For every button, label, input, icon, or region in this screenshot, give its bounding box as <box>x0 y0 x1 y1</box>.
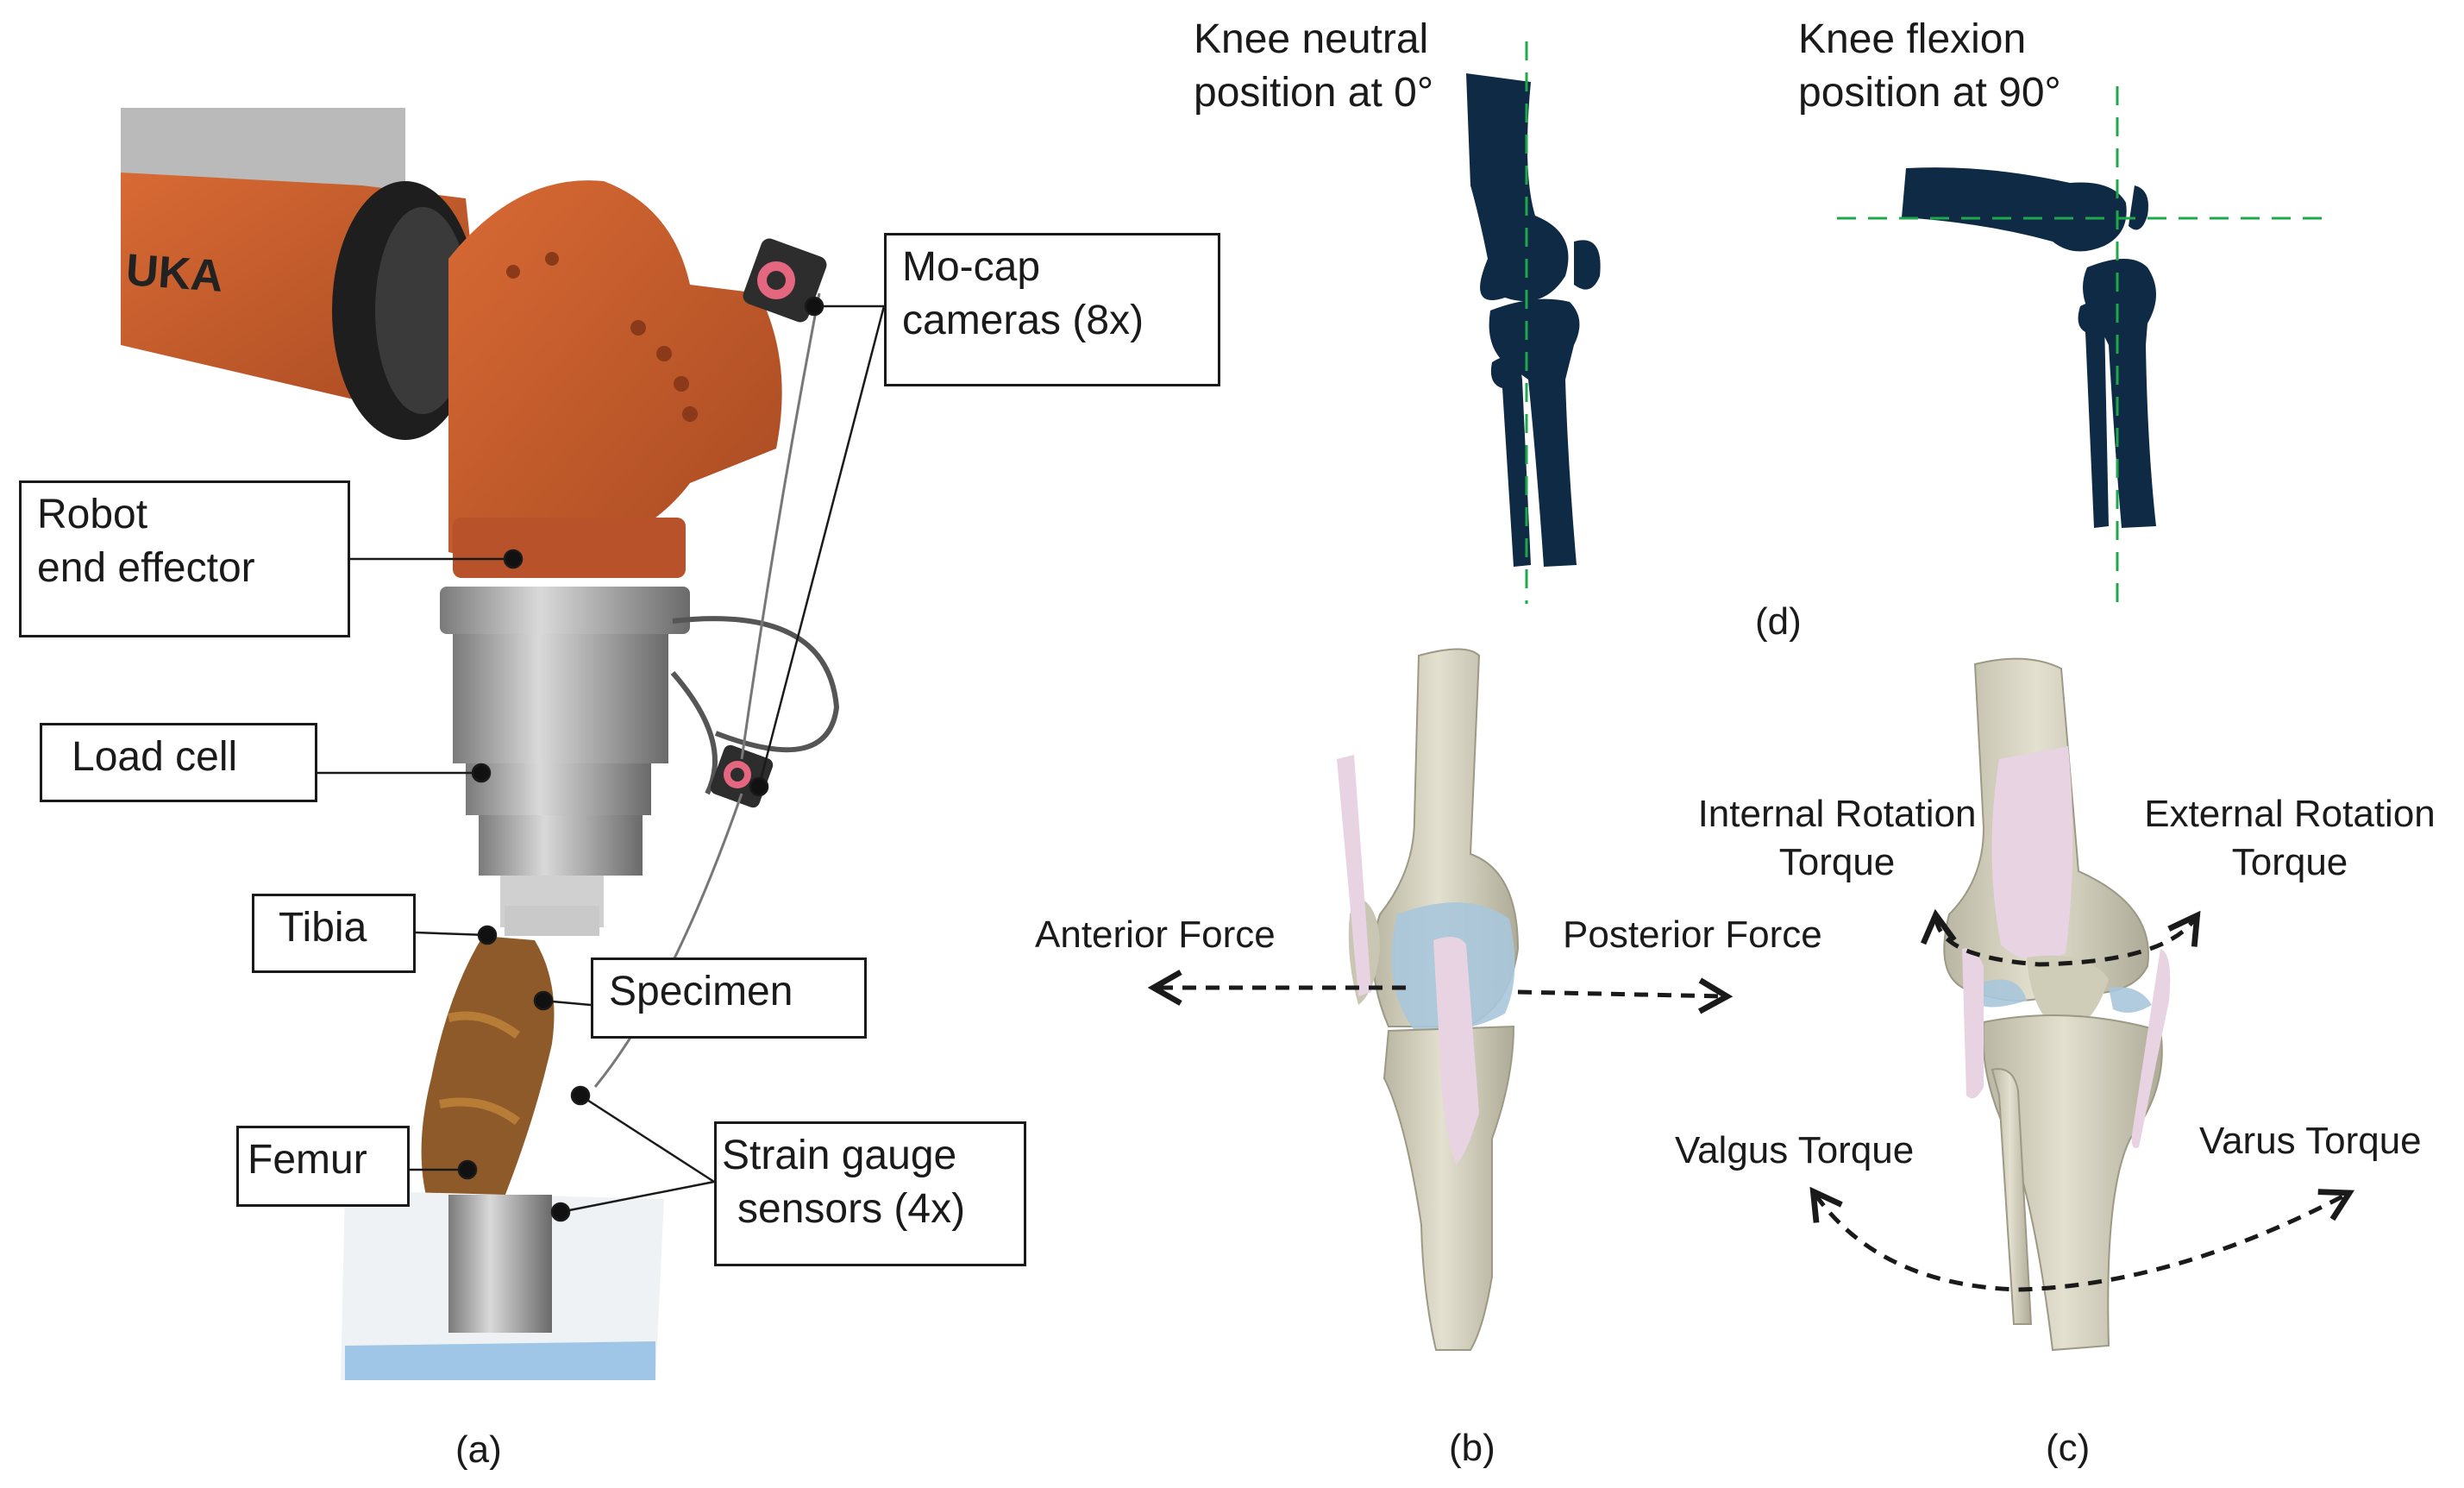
strain-gauge-label-box: Strain gauge sensors (4x) <box>714 1121 1026 1266</box>
load-cell-body <box>453 634 668 763</box>
patella-flexion <box>2129 185 2148 230</box>
tibia-neutral <box>1489 298 1580 567</box>
external-rotation-line2: Torque <box>2231 841 2348 883</box>
tibia-b <box>1382 1025 1515 1351</box>
tibia-label-box: Tibia <box>252 894 416 973</box>
caption-d: (d) <box>1755 600 1802 643</box>
strain-gauge-label-line1: Strain gauge <box>722 1133 957 1178</box>
varus-valgus-torque-arrow <box>1809 1186 2355 1292</box>
femur-label: Femur <box>248 1137 367 1183</box>
femur-label-box: Femur <box>236 1126 410 1207</box>
pcl-ligament-b <box>1433 937 1479 1165</box>
fibula-neutral <box>1490 356 1531 567</box>
internal-rotation-label: Internal Rotation Torque <box>1682 790 1992 887</box>
external-rotation-label: External Rotation Torque <box>2130 790 2449 887</box>
internal-rotation-line1: Internal Rotation <box>1697 793 1977 835</box>
femur-neutral <box>1466 73 1569 302</box>
caption-b: (b) <box>1449 1427 1495 1469</box>
strain-gauge-label-line2: sensors (4x) <box>737 1186 966 1232</box>
load-cell-label: Load cell <box>72 734 238 780</box>
caption-a: (a) <box>455 1428 502 1471</box>
tibia-pot <box>505 906 599 936</box>
specimen-label: Specimen <box>609 969 793 1014</box>
lcl-c <box>2131 949 2171 1148</box>
robot-brand-text: UKA <box>124 245 224 302</box>
patella-neutral <box>1574 240 1601 290</box>
mcl-c <box>1962 948 1984 1099</box>
internal-rotation-line2: Torque <box>1778 841 1896 883</box>
specimen-tissue <box>421 936 555 1208</box>
cartilage-c <box>1975 979 2152 1013</box>
mocap-label-line2: cameras (8x) <box>902 298 1144 343</box>
panel-a-photo: UKA <box>121 108 840 1384</box>
valgus-torque-label: Valgus Torque <box>1675 1129 1915 1171</box>
knee-neutral-line1: Knee neutral <box>1194 16 1429 62</box>
knee-flexion-line2: position at 90° <box>1798 70 2061 116</box>
quad-tendon-c <box>1991 746 2073 960</box>
caption-c: (c) <box>2046 1427 2091 1469</box>
robot-label-line2: end effector <box>37 545 255 591</box>
adapter-plate <box>440 587 690 634</box>
mocap-camera-upper <box>743 238 827 323</box>
panel-a-leaders <box>317 296 886 1222</box>
sensor-cables <box>670 616 840 795</box>
posterior-force-arrow <box>1517 977 1734 1014</box>
specimen-label-box: Specimen <box>591 957 867 1039</box>
robot-wrist <box>448 180 782 569</box>
rotation-torque-arrow <box>1921 908 2201 967</box>
mocap-label-line1: Mo-cap <box>902 244 1041 290</box>
panel-c-arrows <box>1809 908 2355 1292</box>
posterior-force-label: Posterior Force <box>1563 914 1822 956</box>
fibula-flexion <box>2078 302 2109 528</box>
knee-flexion-label: Knee flexion position at 90° <box>1798 13 2083 120</box>
tibia-label: Tibia <box>279 905 367 951</box>
femur-flexion <box>1902 167 2127 252</box>
external-rotation-line1: External Rotation <box>2144 793 2436 835</box>
knee-neutral-line2: position at 0° <box>1194 70 1434 116</box>
panel-d-flexion-knee <box>1837 86 2329 604</box>
load-cell-label-box: Load cell <box>40 723 317 802</box>
panel-b-knee <box>1337 648 1520 1351</box>
bolt-holes <box>506 252 698 422</box>
acl-ligament-b <box>1337 755 1371 996</box>
varus-torque-label: Varus Torque <box>2199 1120 2422 1162</box>
robot-label-line1: Robot <box>37 492 148 537</box>
knee-neutral-label: Knee neutral position at 0° <box>1194 13 1478 120</box>
panel-d-neutral-knee <box>1466 41 1601 604</box>
robot-flange <box>453 518 686 578</box>
panel-b-arrows <box>1147 970 1734 1014</box>
anterior-force-label: Anterior Force <box>1035 914 1276 956</box>
knee-flexion-line1: Knee flexion <box>1798 16 2027 62</box>
mocap-label-box: Mo-cap cameras (8x) <box>884 233 1220 386</box>
panel-c-knee <box>1943 657 2171 1352</box>
robot-end-effector-label-box: Robot end effector <box>19 480 350 637</box>
